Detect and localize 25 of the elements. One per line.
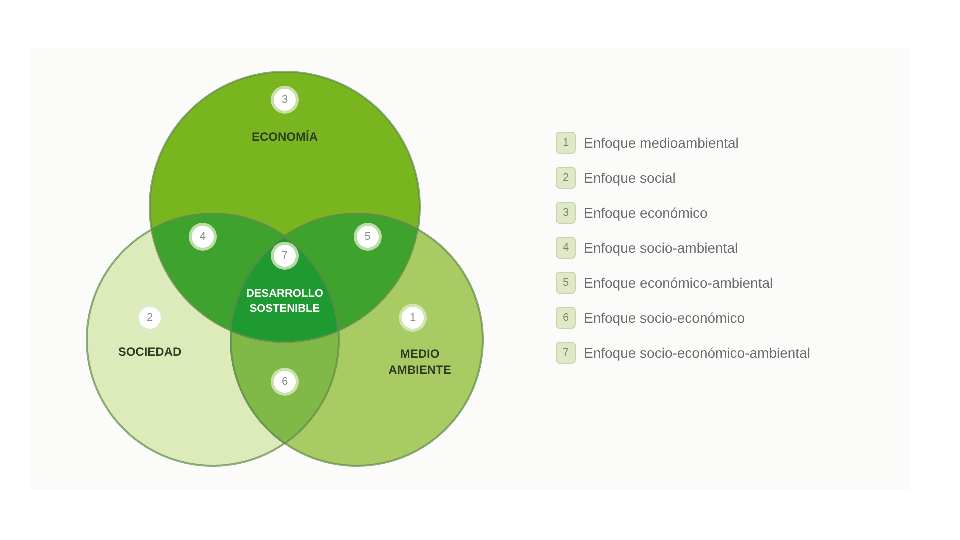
number-badge: 1 [556, 132, 576, 154]
number-badge: 6 [556, 307, 576, 329]
number-badge: 2 [556, 167, 576, 189]
number-badge: 5 [556, 272, 576, 294]
number-badge: 3 [556, 202, 576, 224]
legend-text: Enfoque socio-económico-ambiental [584, 345, 810, 361]
number-badge: 4 [192, 226, 214, 248]
number-badge: 1 [402, 307, 424, 329]
region-label: DESARROLLO SOSTENIBLE [245, 287, 324, 317]
number-badge: 7 [556, 342, 576, 364]
number-badge: 6 [274, 370, 296, 393]
legend-text: Enfoque económico-ambiental [584, 275, 774, 291]
legend-text: Enfoque socio-económico [584, 310, 746, 326]
number-badge: 2 [139, 307, 161, 329]
region-label: ECONOMÍA [251, 128, 319, 146]
legend-text: Enfoque económico [584, 205, 708, 221]
region-label: SOCIEDAD [117, 344, 183, 360]
legend-text: Enfoque social [584, 170, 676, 186]
number-badge: 7 [274, 244, 296, 267]
region-label: MEDIO AMBIENTE [388, 346, 452, 378]
number-badge: 5 [356, 226, 379, 248]
legend-text: Enfoque medioambiental [584, 135, 739, 151]
legend-text: Enfoque socio-ambiental [584, 240, 738, 256]
number-badge: 4 [556, 237, 576, 259]
number-badge: 3 [274, 89, 296, 111]
